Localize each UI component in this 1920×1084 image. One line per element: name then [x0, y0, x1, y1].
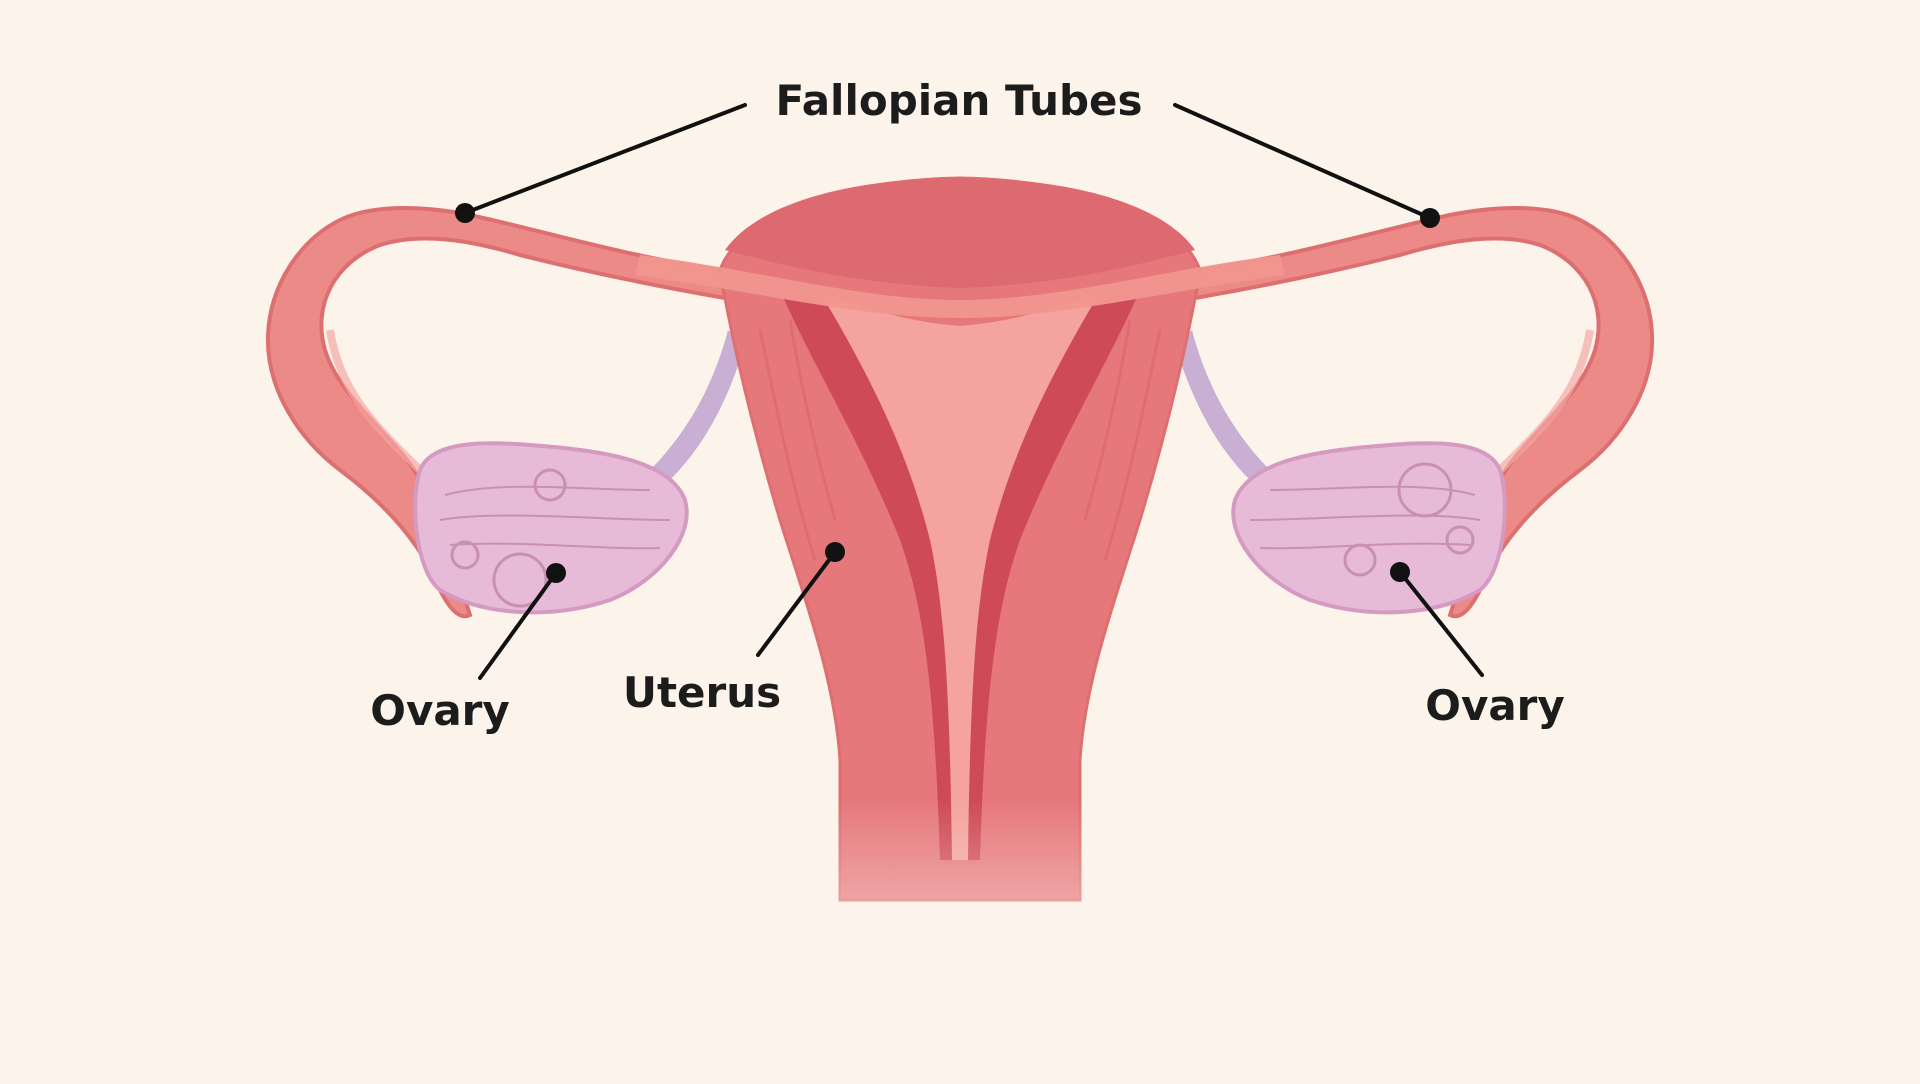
- right-ovary-label: Ovary: [1425, 681, 1565, 730]
- right-ovary-leader: [1390, 562, 1484, 677]
- left-ovarian-ligament: [650, 330, 745, 480]
- right-ovary-dot: [1390, 562, 1410, 582]
- uterus-label: Uterus: [623, 668, 781, 717]
- left-ovary-leader: [478, 563, 566, 680]
- right-tube-dot: [1420, 208, 1440, 228]
- left-tube-dot: [455, 203, 475, 223]
- right-ovary: [1231, 441, 1507, 615]
- fallopian-tubes-leaders: [455, 103, 1440, 228]
- left-ovary-label: Ovary: [370, 686, 510, 735]
- uterus-dot: [825, 542, 845, 562]
- uterus: [718, 176, 1202, 1080]
- tube-over-fundus: [635, 255, 1285, 318]
- left-ovary-dot: [546, 563, 566, 583]
- fallopian-tubes-label: Fallopian Tubes: [775, 76, 1142, 125]
- left-ovary: [413, 441, 689, 615]
- right-ovarian-ligament: [1175, 330, 1270, 480]
- uterus-leader: [756, 542, 845, 657]
